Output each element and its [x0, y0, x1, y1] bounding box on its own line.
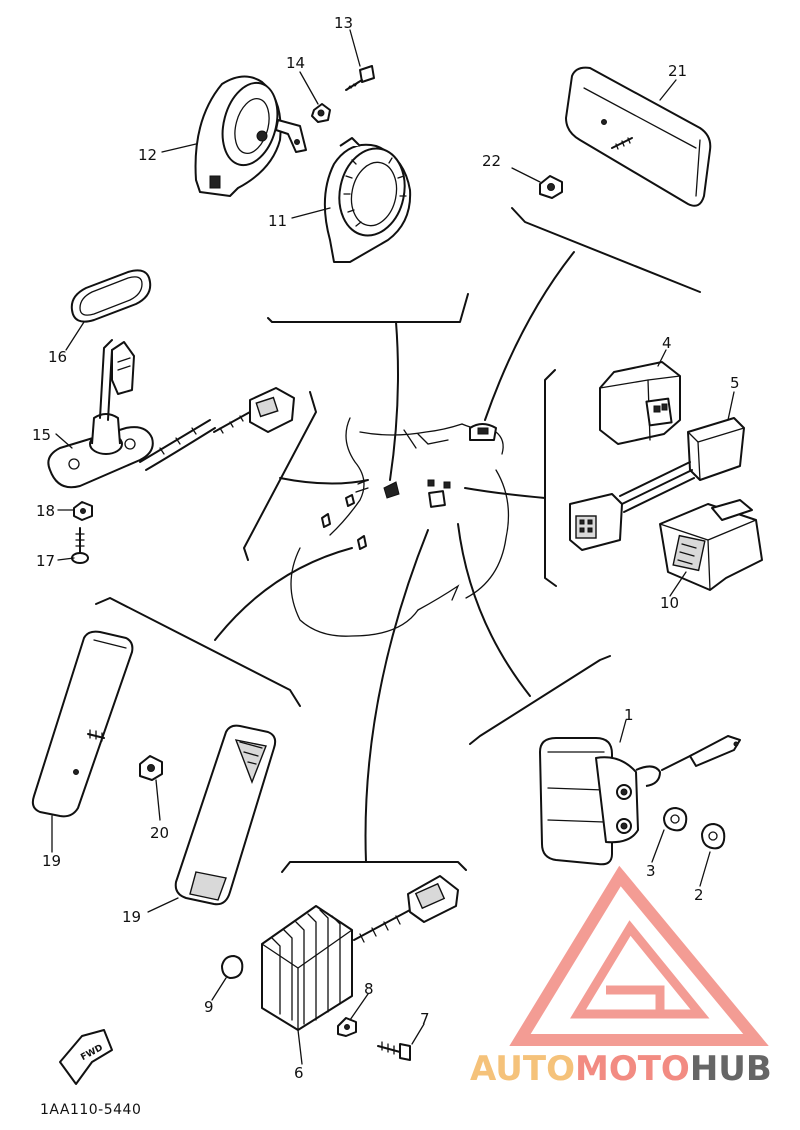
label-11: 11	[268, 212, 287, 230]
label-2: 2	[694, 886, 704, 904]
nut-20	[139, 755, 163, 781]
label-7: 7	[420, 1010, 430, 1028]
logo-triangle-outer	[509, 865, 769, 1046]
label-19-left: 19	[42, 852, 61, 870]
label-8: 8	[364, 980, 374, 998]
label-20: 20	[150, 824, 169, 842]
logo-auto: AUTO	[470, 1049, 575, 1089]
automotohub-logo	[509, 865, 769, 1046]
nut-22	[539, 175, 563, 199]
forward-arrow-icon: FWD	[59, 1029, 113, 1085]
svg-text:AUTOMOTOHUB: AUTOMOTOHUB	[470, 1049, 772, 1089]
nut-8	[337, 1017, 357, 1037]
label-13: 13	[334, 14, 353, 32]
leader-lines	[214, 251, 575, 863]
group-brackets	[95, 207, 701, 873]
nut-3	[663, 807, 688, 832]
label-14: 14	[286, 54, 305, 72]
logo-g-bar	[606, 985, 665, 1014]
label-6: 6	[294, 1064, 304, 1082]
reflector-19-right	[174, 724, 277, 906]
part-code: 1AA110-5440	[40, 1102, 141, 1118]
label-10: 10	[660, 594, 679, 612]
horn-11	[323, 137, 412, 263]
label-18: 18	[36, 502, 55, 520]
label-4: 4	[662, 334, 672, 352]
screw-7	[377, 1041, 411, 1061]
logo-moto: MOTO	[575, 1049, 690, 1089]
relay-4	[599, 361, 681, 445]
nut-14	[311, 103, 331, 123]
label-leaders	[51, 29, 735, 1065]
label-3: 3	[646, 862, 656, 880]
rectifier-6	[261, 875, 459, 1031]
label-12: 12	[138, 146, 157, 164]
label-21: 21	[668, 62, 687, 80]
label-19-right: 19	[122, 908, 141, 926]
label-16: 16	[48, 348, 67, 366]
nut-9	[221, 955, 244, 979]
nut-18	[73, 501, 93, 521]
label-15: 15	[32, 426, 51, 444]
logo-hub: HUB	[690, 1049, 772, 1089]
coupler-10	[659, 499, 763, 591]
bolt-13	[345, 65, 375, 91]
fuel-sender-15	[47, 339, 295, 489]
reflector-19-left	[31, 630, 134, 818]
reference-labels: 13 14 12 11 21 22 16 15 18 17 4 5 10 1 3…	[32, 14, 740, 1082]
nut-2	[701, 823, 726, 850]
label-5: 5	[730, 374, 740, 392]
label-9: 9	[204, 998, 214, 1016]
coupler-5	[569, 417, 745, 551]
starter-relay-1	[539, 735, 741, 866]
gasket-16	[70, 269, 152, 323]
reflector-21	[565, 66, 712, 207]
automotohub-wordmark: AUTOMOTOHUB	[470, 1049, 772, 1089]
label-1: 1	[624, 706, 634, 724]
frame-outline	[290, 417, 510, 637]
logo-triangle-inner	[570, 920, 710, 1019]
horn-12	[194, 75, 307, 197]
label-22: 22	[482, 152, 501, 170]
label-17: 17	[36, 552, 55, 570]
